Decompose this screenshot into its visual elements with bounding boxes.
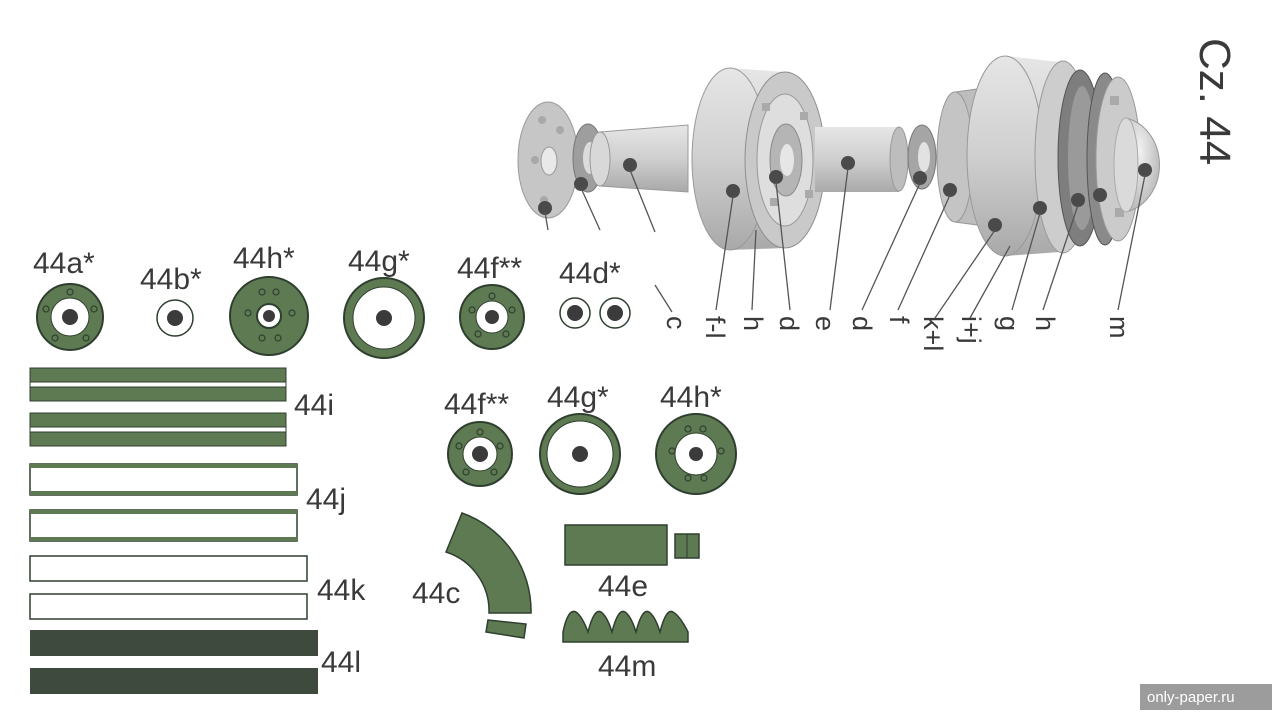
leader-lines xyxy=(544,167,1146,319)
assembly-shaft xyxy=(815,126,909,192)
label-44g-top: 44g* xyxy=(348,245,410,278)
label-44a: 44a* xyxy=(33,247,95,280)
label-44c: 44c xyxy=(412,577,460,610)
assembly-drum-front xyxy=(691,67,826,251)
callout-f-l: f-l xyxy=(700,316,730,339)
strips: 44i 44j 44k 44l xyxy=(29,367,366,694)
callout-labels: c f-l h d e d f k+l i+j g h m xyxy=(661,316,1134,351)
label-44b: 44b* xyxy=(140,263,202,296)
row-top-discs: 44a* 44b* 44h* xyxy=(33,242,631,359)
label-44d: 44d* xyxy=(559,257,621,290)
label-44m: 44m xyxy=(598,650,656,683)
callout-f: f xyxy=(884,316,914,324)
label-44h-mid: 44h* xyxy=(660,381,722,414)
label-44l: 44l xyxy=(321,646,361,679)
label-44f-mid: 44f** xyxy=(444,388,509,421)
label-44j: 44j xyxy=(306,483,346,516)
part-44f-mid: 44f** xyxy=(444,388,513,487)
part-44g-mid: 44g* xyxy=(539,381,621,495)
watermark-text: only-paper.ru xyxy=(1147,689,1235,706)
label-44e: 44e xyxy=(598,570,648,603)
part-44g-top: 44g* xyxy=(343,245,425,359)
strip-44i: 44i xyxy=(29,367,334,447)
part-44h-mid: 44h* xyxy=(655,381,737,495)
callout-d-1: d xyxy=(774,316,804,331)
callout-m: m xyxy=(1104,316,1134,339)
part-44d: 44d* xyxy=(559,257,631,329)
callout-h-2: h xyxy=(1030,316,1060,331)
assembly-cone xyxy=(589,124,689,193)
callout-h-1: h xyxy=(738,316,768,331)
part-44h-top: 44h* xyxy=(229,242,309,356)
callout-d-2: d xyxy=(847,316,877,331)
page-title: Cz. 44 xyxy=(1190,38,1239,165)
strip-44j: 44j xyxy=(29,463,346,542)
part-44a: 44a* xyxy=(33,247,104,351)
assembly-markers xyxy=(538,156,1152,232)
callout-g: g xyxy=(994,316,1024,331)
part-44e: 44e xyxy=(564,524,700,603)
strip-44l: 44l xyxy=(30,630,361,694)
assembly-flange xyxy=(517,101,579,219)
callout-e: e xyxy=(810,316,840,331)
part-44f-top: 44f** xyxy=(457,252,525,350)
label-44g-mid: 44g* xyxy=(547,381,609,414)
part-44b: 44b* xyxy=(140,263,202,337)
watermark: only-paper.ru xyxy=(1140,684,1272,710)
row-mid-discs: 44f** 44g* 44h* xyxy=(444,381,737,495)
label-44i: 44i xyxy=(294,389,334,422)
strip-44k: 44k xyxy=(29,555,366,620)
assembly-washer xyxy=(907,124,937,190)
assembly-dome xyxy=(1113,117,1160,213)
label-44f-top: 44f** xyxy=(457,252,522,285)
label-44h-top: 44h* xyxy=(233,242,295,275)
callout-c: c xyxy=(661,316,691,330)
exploded-assembly xyxy=(517,55,1160,319)
part-44c: 44c xyxy=(412,512,532,639)
part-44m: 44m xyxy=(562,610,689,683)
label-44k: 44k xyxy=(317,574,366,607)
callout-k-l: k+l xyxy=(918,316,948,351)
callout-i-j: i+j xyxy=(956,316,986,344)
